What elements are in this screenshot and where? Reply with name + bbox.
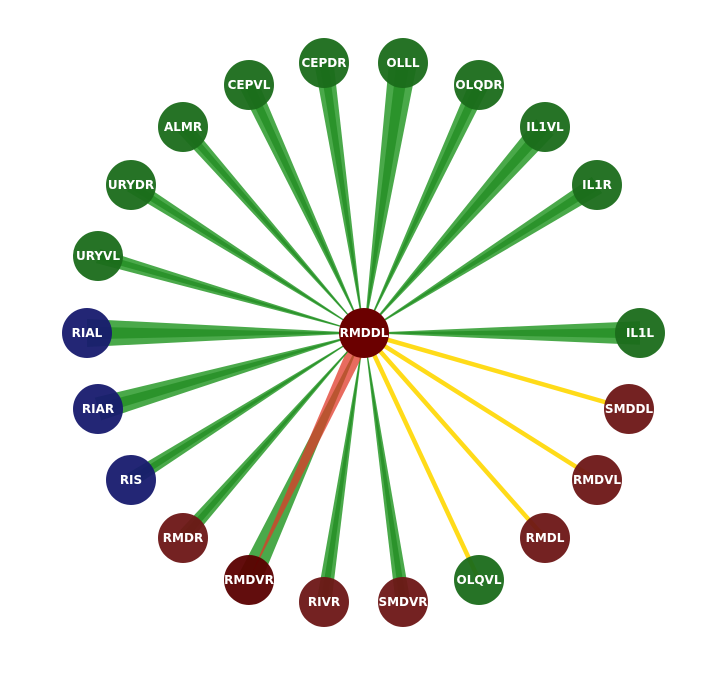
- node-rial-label: RIAL: [72, 326, 103, 340]
- node-olll-label: OLLL: [386, 56, 419, 70]
- node-ris-label: RIS: [120, 473, 142, 487]
- edge-uryvl: [95, 248, 364, 333]
- edge-olqvl: [361, 332, 482, 581]
- node-rivr-label: RIVR: [308, 595, 340, 609]
- node-olqvl-circle: [454, 555, 504, 605]
- edge-rmdr: [177, 333, 364, 543]
- node-rmdr-label: RMDR: [163, 531, 203, 545]
- node-rmdr-circle: [158, 513, 208, 563]
- node-rivr[interactable]: RIVR: [299, 577, 349, 627]
- node-rmdvl[interactable]: RMDVL: [572, 455, 622, 505]
- edge-il1r: [364, 176, 603, 333]
- node-rmdvr[interactable]: RMDVR: [224, 555, 274, 605]
- center-node[interactable]: RMDDL: [339, 308, 389, 358]
- node-rmdl[interactable]: RMDL: [520, 513, 570, 563]
- center-node-label: RMDDL: [340, 326, 389, 340]
- node-olqdr[interactable]: OLQDR: [454, 60, 504, 110]
- node-il1r[interactable]: IL1R: [572, 160, 622, 210]
- node-cepvl-label: CEPVL: [228, 78, 271, 92]
- node-uryvl-label: URYVL: [76, 249, 120, 263]
- edge-cepvl: [240, 80, 364, 334]
- node-il1r-label: IL1R: [582, 178, 612, 192]
- node-rmdl-circle: [520, 513, 570, 563]
- edge-riar: [94, 333, 364, 421]
- node-olqvl-label: OLQVL: [457, 573, 502, 587]
- node-rial-circle: [62, 308, 112, 358]
- node-il1vl[interactable]: IL1VL: [520, 102, 570, 152]
- edge-rial: [87, 319, 364, 347]
- node-il1vl-label: IL1VL: [526, 120, 564, 134]
- edge-cepdr: [314, 61, 364, 333]
- nodes-layer: CEPDR OLLL OLQDR IL1VL IL1R IL1L SMDDL RMDVL RMD…: [62, 38, 665, 627]
- node-cepdr[interactable]: CEPDR: [299, 38, 349, 88]
- node-il1l-label: IL1L: [626, 326, 654, 340]
- node-smddl-label: SMDDL: [605, 402, 654, 416]
- node-olll-circle: [378, 38, 428, 88]
- edge-olqdr: [364, 80, 488, 334]
- node-il1vl-circle: [520, 102, 570, 152]
- node-il1r-circle: [572, 160, 622, 210]
- node-rmdr[interactable]: RMDR: [158, 513, 208, 563]
- node-riar-label: RIAR: [82, 402, 114, 416]
- node-smddl[interactable]: SMDDL: [604, 384, 654, 434]
- node-rmdvl-label: RMDVL: [573, 473, 621, 487]
- center-node-circle: [339, 308, 389, 358]
- node-almr-circle: [158, 102, 208, 152]
- edge-smddl: [363, 330, 630, 412]
- edge-il1vl: [364, 119, 554, 334]
- node-olll[interactable]: OLLL: [378, 38, 428, 88]
- edge-ris: [127, 333, 364, 487]
- node-ris[interactable]: RIS: [106, 455, 156, 505]
- node-riar-circle: [73, 384, 123, 434]
- edge-rmdvr: [238, 329, 373, 585]
- edge-rmdl: [362, 331, 547, 540]
- node-smdvr-label: SMDVR: [378, 595, 427, 609]
- edge-smdvr: [364, 333, 411, 604]
- edge-almr: [177, 122, 364, 333]
- node-smddl-circle: [604, 384, 654, 434]
- node-cepdr-label: CEPDR: [302, 56, 347, 70]
- node-il1l-circle: [615, 308, 665, 358]
- node-uryvl-circle: [73, 231, 123, 281]
- node-smdvr-circle: [378, 577, 428, 627]
- node-riar[interactable]: RIAR: [73, 384, 123, 434]
- edge-rivr: [316, 333, 364, 604]
- node-urydr-circle: [106, 160, 156, 210]
- node-rivr-circle: [299, 577, 349, 627]
- edge-il1l: [364, 321, 640, 345]
- node-rmdvr-circle: [224, 555, 274, 605]
- node-rmdvl-circle: [572, 455, 622, 505]
- node-olqdr-label: OLQDR: [455, 78, 502, 92]
- node-almr-label: ALMR: [164, 120, 202, 134]
- node-cepdr-circle: [299, 38, 349, 88]
- node-il1l[interactable]: IL1L: [615, 308, 665, 358]
- edge-urydr: [127, 178, 365, 333]
- edge-rmdvl: [362, 331, 599, 482]
- node-rmdvr-label: RMDVR: [224, 573, 274, 587]
- node-uryvl[interactable]: URYVL: [73, 231, 123, 281]
- node-urydr-label: URYDR: [108, 178, 154, 192]
- node-olqvl[interactable]: OLQVL: [454, 555, 504, 605]
- node-almr[interactable]: ALMR: [158, 102, 208, 152]
- node-cepvl[interactable]: CEPVL: [224, 60, 274, 110]
- node-rial[interactable]: RIAL: [62, 308, 112, 358]
- node-olqdr-circle: [454, 60, 504, 110]
- node-cepvl-circle: [224, 60, 274, 110]
- node-ris-circle: [106, 455, 156, 505]
- edge-olll: [364, 60, 417, 334]
- edges-layer: [87, 60, 640, 604]
- node-smdvr[interactable]: SMDVR: [378, 577, 428, 627]
- node-urydr[interactable]: URYDR: [106, 160, 156, 210]
- node-rmdl-label: RMDL: [526, 531, 565, 545]
